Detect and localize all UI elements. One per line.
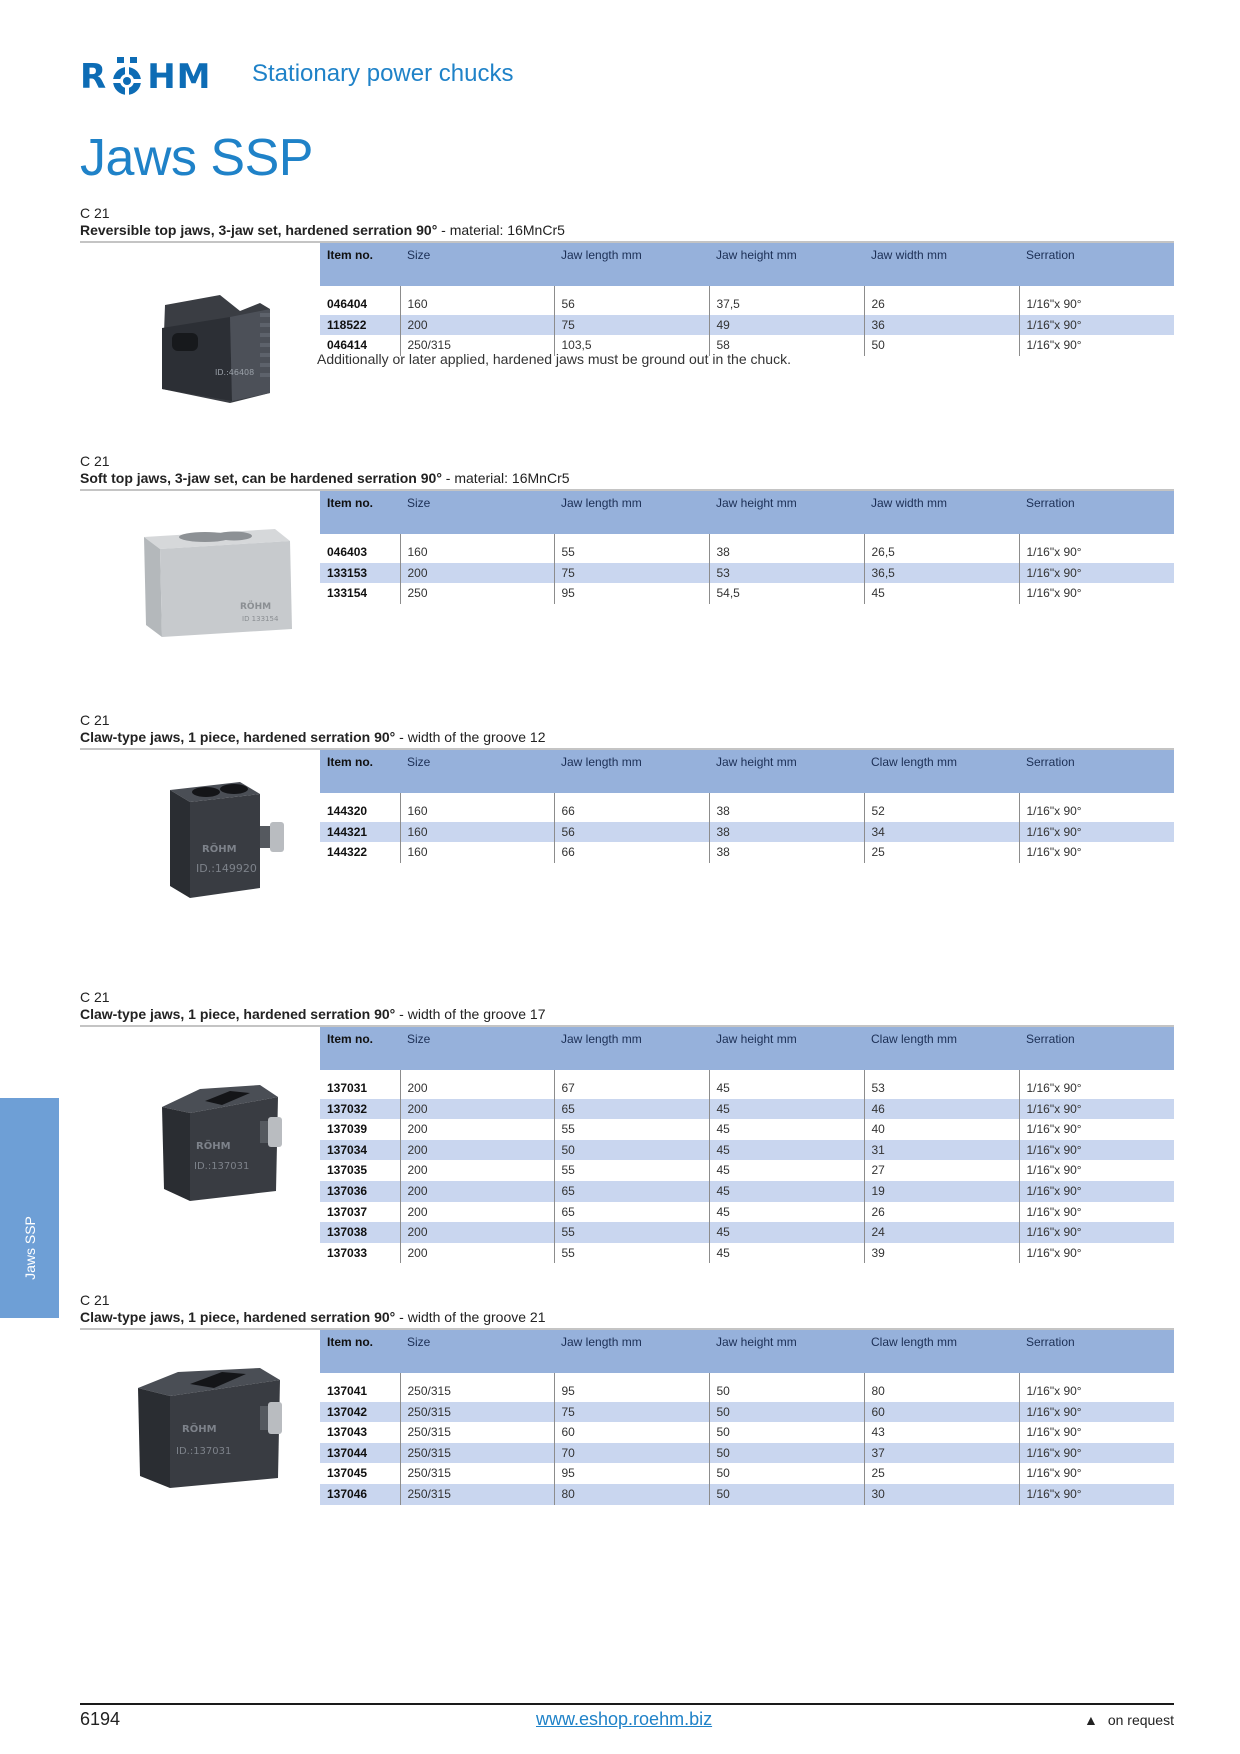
table-footnote: Additionally or later applied, hardened …: [317, 351, 791, 367]
logo-text-right: HM: [147, 57, 212, 97]
svg-text:ID.:149920: ID.:149920: [196, 862, 257, 875]
product-section-claw-jaws-groove-12: C 21 Claw-type jaws, 1 piece, hardened s…: [80, 712, 1174, 898]
svg-text:ID 133154: ID 133154: [242, 615, 279, 623]
col-jaw-height: Jaw height mm: [709, 243, 864, 286]
svg-text:RÖHM: RÖHM: [196, 1138, 231, 1152]
section-code: C 21: [80, 1292, 110, 1308]
side-chapter-tab[interactable]: Jaws SSP: [0, 1098, 59, 1318]
product-image-claw-jaws-21: RÖHM ID.:137031: [110, 1362, 320, 1492]
col-item-no: Item no.: [320, 243, 400, 286]
svg-text:ID.:137031: ID.:137031: [176, 1446, 231, 1457]
triangle-up-icon: ▲: [1083, 1712, 1098, 1728]
catalog-subtitle: Stationary power chucks: [252, 60, 514, 87]
product-image-claw-jaws-17: RÖHM ID.:137031: [110, 1079, 320, 1204]
col-jaw-width: Jaw width mm: [864, 243, 1019, 286]
product-image-claw-jaws-12: RÖHM ID.:149920: [110, 776, 320, 901]
eshop-link[interactable]: www.eshop.roehm.biz: [536, 1709, 713, 1729]
page-title: Jaws SSP: [80, 129, 313, 187]
section-description: Soft top jaws, 3-jaw set, can be hardene…: [80, 470, 570, 486]
svg-text:ID.:46408: ID.:46408: [215, 368, 254, 377]
svg-text:RÖHM: RÖHM: [202, 841, 237, 855]
section-code: C 21: [80, 205, 110, 221]
legend-text: on request: [1107, 1712, 1174, 1728]
product-image-reversible-jaws: ID.:46408: [110, 293, 320, 413]
section-description: Claw-type jaws, 1 piece, hardened serrat…: [80, 729, 546, 745]
table-header: Item no. Size Jaw length mm Jaw height m…: [320, 243, 1174, 286]
footer-divider: [80, 1703, 1174, 1705]
product-table-reversible-jaws: Item no. Size Jaw length mm Jaw height m…: [320, 243, 1174, 356]
svg-text:ID.:137031: ID.:137031: [194, 1161, 249, 1172]
legend-on-request: ▲ on request: [1084, 1712, 1174, 1728]
section-description: Reversible top jaws, 3-jaw set, hardened…: [80, 222, 565, 238]
product-section-claw-jaws-groove-21: C 21 Claw-type jaws, 1 piece, hardened s…: [80, 1292, 1174, 1505]
logo-o-mark-icon: [112, 57, 143, 96]
product-section-soft-top-jaws: C 21 Soft top jaws, 3-jaw set, can be ha…: [80, 453, 1174, 637]
svg-text:RÖHM: RÖHM: [182, 1421, 217, 1435]
section-code: C 21: [80, 453, 110, 469]
col-jaw-length: Jaw length mm: [554, 243, 709, 286]
section-code: C 21: [80, 989, 110, 1005]
col-size: Size: [400, 243, 554, 286]
logo-text-left: R: [80, 57, 108, 97]
product-image-soft-jaws: RÖHM ID 133154: [110, 519, 320, 639]
svg-text:RÖHM: RÖHM: [240, 601, 271, 612]
brand-logo: R HM: [80, 55, 211, 99]
product-section-reversible-top-jaws: C 21 Reversible top jaws, 3-jaw set, har…: [80, 205, 1174, 403]
product-section-claw-jaws-groove-17: C 21 Claw-type jaws, 1 piece, hardened s…: [80, 989, 1174, 1264]
page-number: 6194: [80, 1709, 121, 1729]
side-tab-label: Jaws SSP: [21, 1216, 38, 1280]
section-code: C 21: [80, 712, 110, 728]
section-description: Claw-type jaws, 1 piece, hardened serrat…: [80, 1309, 546, 1325]
section-description: Claw-type jaws, 1 piece, hardened serrat…: [80, 1006, 546, 1022]
col-serration: Serration: [1019, 243, 1174, 286]
